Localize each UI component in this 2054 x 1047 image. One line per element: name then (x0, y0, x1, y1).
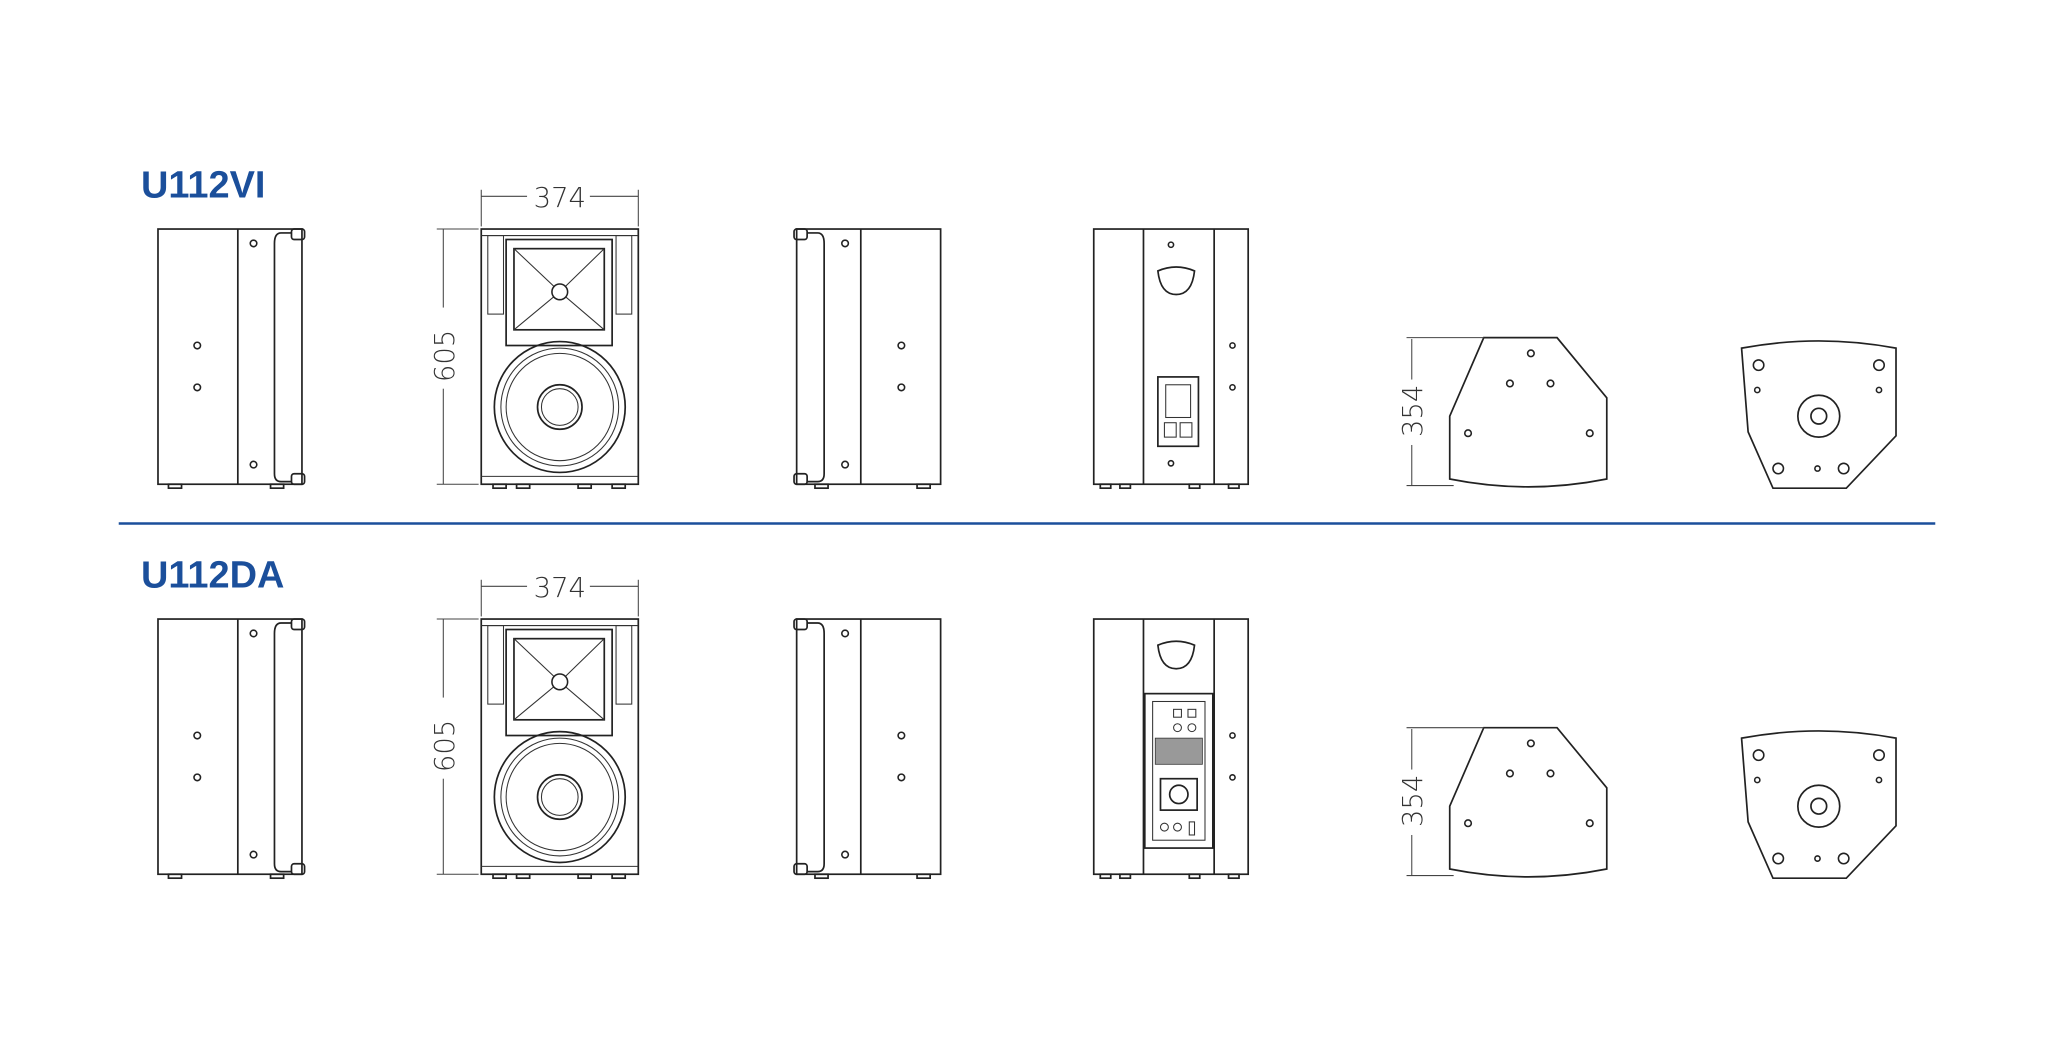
heatsink-grille (1154, 737, 1203, 765)
left-side-view (157, 618, 306, 880)
model-title: U112DA (141, 555, 284, 597)
rear-view (1092, 618, 1250, 880)
model-row-u112vi: U112VI 374 605 354 (141, 165, 1897, 490)
model-title: U112VI (141, 165, 265, 207)
rear-view (1092, 228, 1250, 490)
front-view (435, 578, 640, 880)
height-dimension: 605 (429, 330, 461, 382)
bottom-view (1740, 340, 1897, 490)
left-side-view (157, 228, 306, 490)
bottom-view (1740, 730, 1897, 880)
depth-dimension: 354 (1397, 775, 1429, 827)
width-dimension: 374 (534, 182, 586, 214)
amplifier-module (1143, 692, 1214, 849)
model-row-u112da: U112DA 374 605 354 (141, 555, 1897, 880)
top-view (1405, 726, 1608, 878)
connector-plate (1157, 376, 1200, 448)
height-dimension: 605 (429, 720, 461, 772)
depth-dimension: 354 (1397, 385, 1429, 437)
right-side-view (794, 229, 941, 488)
width-dimension: 374 (534, 572, 586, 604)
front-view (435, 188, 640, 490)
right-side-view (794, 619, 941, 878)
top-view (1405, 336, 1608, 488)
